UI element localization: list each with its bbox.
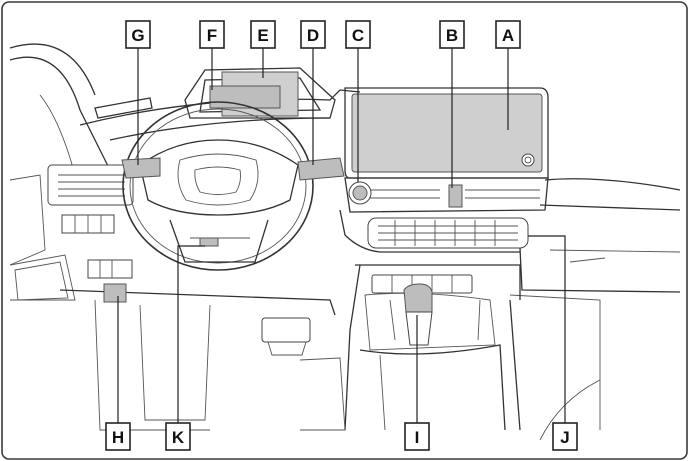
label-g: G <box>125 20 151 49</box>
hood-release-switch <box>103 283 127 303</box>
label-d: D <box>300 20 326 49</box>
turn-signal-lever <box>121 157 161 179</box>
svg-text:F: F <box>207 26 217 45</box>
power-switch <box>352 185 368 201</box>
svg-text:J: J <box>560 428 569 447</box>
svg-text:B: B <box>446 26 458 45</box>
wiper-lever <box>297 157 345 181</box>
svg-text:I: I <box>415 428 420 447</box>
label-k: K <box>165 422 191 451</box>
svg-text:A: A <box>502 26 514 45</box>
svg-text:K: K <box>172 428 185 447</box>
shift-lever <box>403 283 433 346</box>
label-f: F <box>199 20 225 49</box>
svg-text:H: H <box>112 428 124 447</box>
svg-text:E: E <box>257 26 268 45</box>
center-dash-controls <box>344 177 549 213</box>
climate-control-panel <box>367 217 529 249</box>
svg-text:G: G <box>131 26 144 45</box>
label-h: H <box>105 422 131 451</box>
leader-lines <box>117 48 566 423</box>
label-c: C <box>345 20 371 49</box>
multimedia-screen <box>344 87 549 179</box>
label-i: I <box>404 422 430 451</box>
hazard-switch <box>448 184 463 208</box>
tilt-telescopic-lever <box>199 237 219 247</box>
svg-text:D: D <box>307 26 319 45</box>
label-a: A <box>495 20 521 49</box>
dashboard-outline <box>9 43 681 441</box>
label-e: E <box>250 20 276 49</box>
label-j: J <box>552 422 578 451</box>
label-b: B <box>439 20 465 49</box>
svg-text:C: C <box>352 26 364 45</box>
